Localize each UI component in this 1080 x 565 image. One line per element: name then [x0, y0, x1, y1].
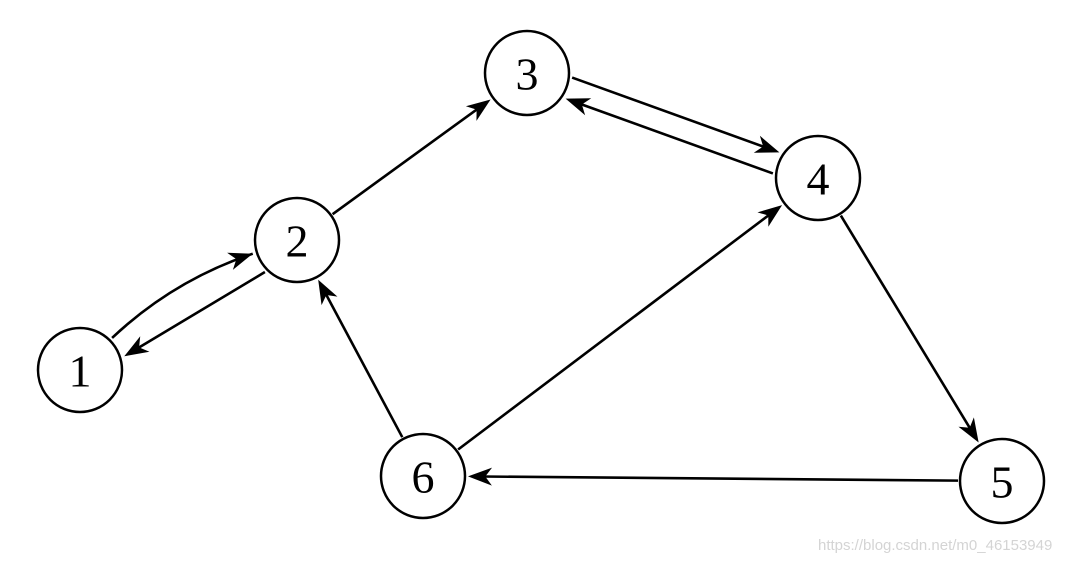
edge-6-to-2	[318, 279, 404, 438]
node-6: 6	[379, 432, 467, 520]
arrowhead	[467, 467, 493, 486]
node-circle	[36, 326, 124, 414]
arrowhead	[465, 99, 491, 121]
edge-line	[571, 76, 767, 149]
arrowhead	[757, 205, 783, 227]
node-circle	[958, 437, 1046, 525]
edge-6-to-4	[457, 205, 783, 451]
node-3: 3	[483, 29, 571, 117]
edges-layer	[111, 76, 979, 486]
edge-2-to-3	[331, 99, 491, 216]
node-label: 1	[69, 346, 92, 397]
edge-4-to-3	[565, 98, 774, 175]
node-5: 5	[958, 437, 1046, 525]
node-label: 5	[991, 457, 1014, 508]
edge-line	[323, 291, 404, 438]
arrowhead	[958, 417, 979, 443]
node-2: 2	[253, 196, 341, 284]
node-circle	[483, 29, 571, 117]
edge-line	[839, 214, 973, 432]
arrowhead	[753, 135, 780, 153]
node-4: 4	[774, 134, 862, 222]
edge-3-to-4	[571, 76, 780, 153]
edge-5-to-6	[467, 467, 959, 486]
watermark-text: https://blog.csdn.net/m0_46153949	[818, 537, 1053, 554]
edge-4-to-5	[839, 214, 979, 443]
nodes-layer: 1 2 3 4 5 6	[36, 29, 1046, 525]
arrowhead	[565, 98, 592, 116]
arrowhead	[124, 336, 150, 357]
edge-1-to-2	[111, 252, 254, 339]
node-label: 2	[286, 216, 309, 267]
node-circle	[253, 196, 341, 284]
node-label: 3	[516, 49, 539, 100]
edge-line	[457, 212, 772, 451]
node-label: 4	[807, 154, 830, 205]
arrowhead	[227, 252, 253, 270]
edge-line	[111, 252, 254, 339]
edge-line	[135, 270, 266, 351]
edge-line	[481, 475, 959, 482]
node-label: 6	[412, 452, 435, 503]
edge-line	[331, 106, 481, 216]
edge-line	[578, 102, 774, 175]
node-circle	[774, 134, 862, 222]
node-circle	[379, 432, 467, 520]
edge-2-to-1	[124, 270, 266, 357]
arrowhead	[318, 279, 338, 306]
node-1: 1	[36, 326, 124, 414]
